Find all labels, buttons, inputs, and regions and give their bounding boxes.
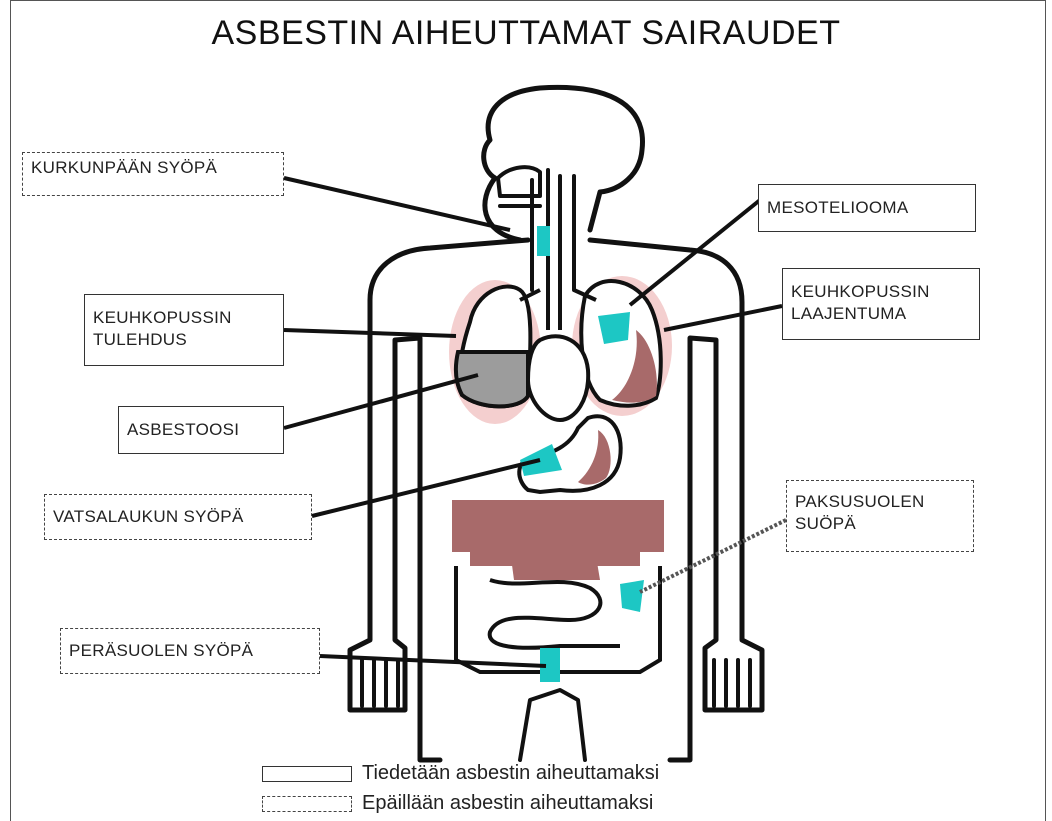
label-perasuolen-syopa: PERÄSUOLEN SYÖPÄ [60,628,320,674]
head-outline [484,87,643,240]
label-keuhkopussin-laajentuma: KEUHKOPUSSIN LAAJENTUMA [782,268,980,340]
label-keuhkopussin-tulehdus-line2: TULEHDUS [93,329,275,351]
label-vatsalaukun-syopa: VATSALAUKUN SYÖPÄ [44,494,312,540]
label-paksusuolen-syopa-line1: PAKSUSUOLEN [795,491,965,513]
leader-laajentuma [664,306,782,330]
legend-solid-swatch [262,766,352,782]
larynx-cancer-site [537,226,550,256]
colon-cancer-site [620,580,644,612]
label-vatsalaukun-syopa-text: VATSALAUKUN SYÖPÄ [53,507,244,526]
legend-dashed-swatch [262,796,352,812]
leader-asbestoosi [284,375,478,428]
small-intestine [490,580,620,648]
label-mesotelioma-text: MESOTELIOOMA [767,198,909,217]
label-keuhkopussin-laajentuma-line2: LAAJENTUMA [791,303,971,325]
label-asbestoosi-text: ASBESTOOSI [127,420,239,439]
heart [528,336,588,420]
label-kurkunpaan-syopa-text: KURKUNPÄÄN SYÖPÄ [31,158,217,177]
label-paksusuolen-syopa-line2: SUÖPÄ [795,513,965,535]
label-perasuolen-syopa-text: PERÄSUOLEN SYÖPÄ [69,641,253,660]
label-keuhkopussin-tulehdus-line1: KEUHKOPUSSIN [93,307,275,329]
leader-perasuoli [320,656,546,666]
label-paksusuolen-syopa: PAKSUSUOLEN SUÖPÄ [786,480,974,552]
right-hand [714,660,750,706]
left-hand [362,660,398,706]
leader-kurkunpaa [284,178,510,230]
legend-known-text: Tiedetään asbestin aiheuttamaksi [362,762,659,785]
label-kurkunpaan-syopa: KURKUNPÄÄN SYÖPÄ [22,152,284,196]
label-asbestoosi: ASBESTOOSI [118,406,284,454]
legs [520,690,585,760]
label-mesotelioma: MESOTELIOOMA [758,184,976,232]
legend-suspected-text: Epäillään asbestin aiheuttamaksi [362,792,653,815]
label-keuhkopussin-tulehdus: KEUHKOPUSSIN TULEHDUS [84,294,284,366]
label-keuhkopussin-laajentuma-line1: KEUHKOPUSSIN [791,281,971,303]
